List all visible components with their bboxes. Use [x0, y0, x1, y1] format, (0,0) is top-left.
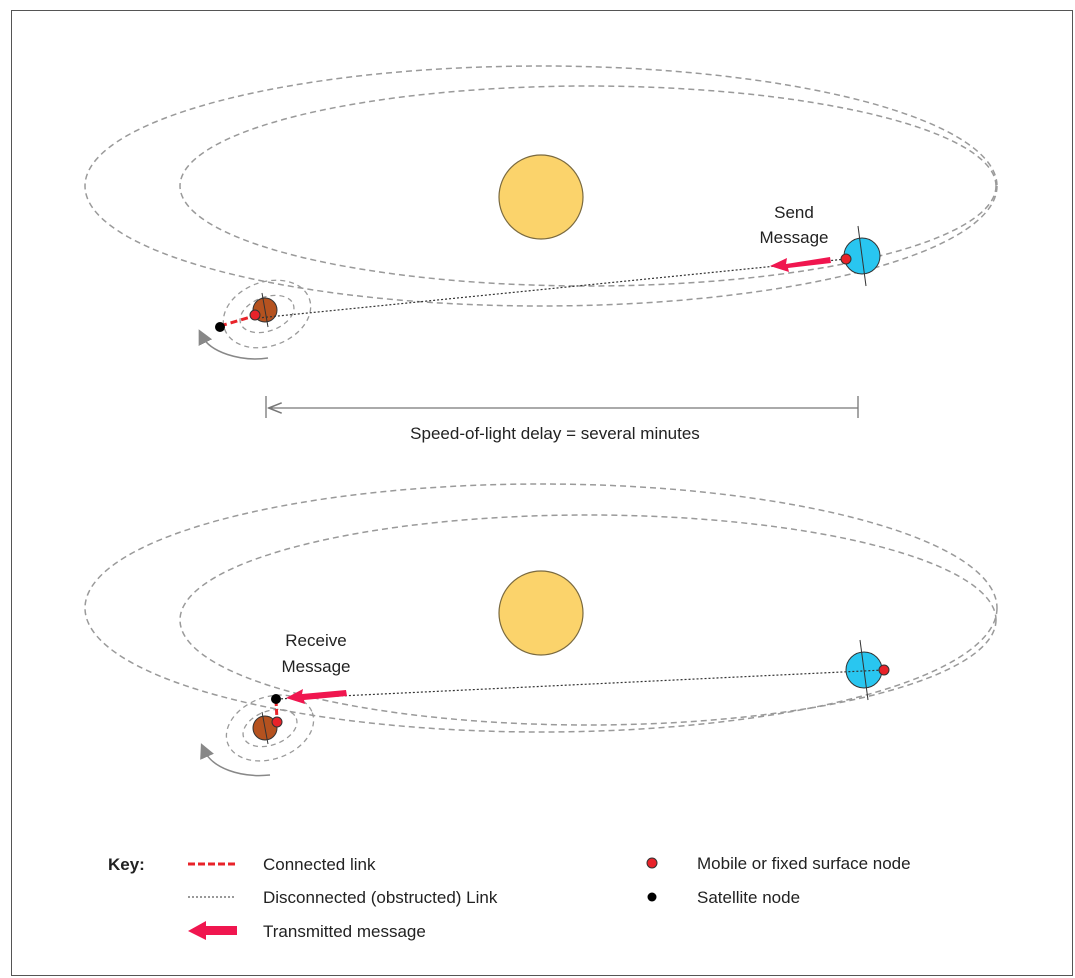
send-label-line1: Send — [774, 203, 814, 222]
message-arrow-icon — [286, 689, 347, 704]
delay-indicator: Speed-of-light delay = several minutes — [265, 396, 859, 443]
send-label-line2: Message — [760, 228, 829, 247]
mars-local-orbit-inner — [242, 708, 298, 748]
outer-orbit — [84, 65, 998, 307]
surface-node — [840, 253, 852, 265]
surface-node — [249, 309, 261, 321]
satellite-node — [271, 694, 281, 704]
inner-orbit — [179, 85, 997, 287]
legend-disconnected-link: Disconnected (obstructed) Link — [263, 888, 498, 907]
connected-link — [219, 314, 255, 328]
legend: Key: Connected link Disconnected (obstru… — [108, 854, 911, 941]
disconnected-link — [276, 669, 885, 700]
bottom-panel: Receive Message — [84, 483, 998, 777]
legend-satellite-node: Satellite node — [697, 888, 800, 907]
mars-rotation-arrow — [200, 743, 271, 777]
sun — [498, 570, 584, 656]
legend-surface-node: Mobile or fixed surface node — [697, 854, 911, 873]
message-arrow-icon — [770, 257, 831, 272]
legend-transmitted-message: Transmitted message — [263, 922, 426, 941]
mars-local-orbit-outer — [225, 694, 315, 762]
outer-orbit — [84, 483, 998, 733]
mars-rotation-arrow — [198, 329, 269, 360]
message-arrow-icon — [188, 921, 237, 940]
receive-label-line1: Receive — [285, 631, 346, 650]
disconnected-link — [257, 258, 847, 319]
delay-label: Speed-of-light delay = several minutes — [410, 424, 700, 443]
legend-title: Key: — [108, 855, 145, 874]
legend-connected-link: Connected link — [263, 855, 376, 874]
satellite-node-icon — [647, 892, 657, 902]
surface-node-icon — [646, 857, 658, 869]
receive-label-line2: Message — [282, 657, 351, 676]
surface-node — [878, 664, 890, 676]
top-panel: Send Message — [84, 65, 998, 360]
mars-local-orbit-inner — [239, 294, 295, 334]
mars-local-orbit-outer — [222, 279, 312, 349]
surface-node — [271, 716, 283, 728]
satellite-node — [215, 322, 225, 332]
inner-orbit — [179, 514, 997, 726]
sun — [498, 154, 584, 240]
